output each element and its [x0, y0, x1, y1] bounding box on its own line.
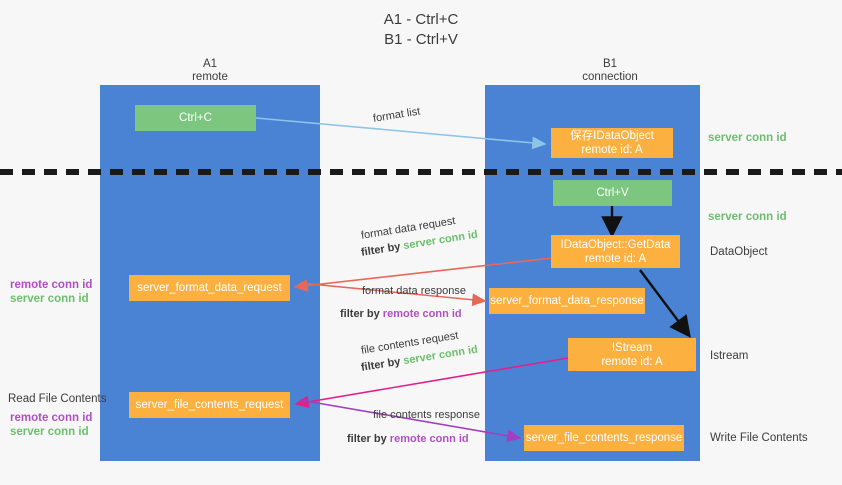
annotation-server-conn-id-top: server conn id	[708, 132, 787, 144]
annotation-left-conn-ids-bottom: remote conn id server conn id	[10, 411, 92, 439]
edge-label-file-contents-request: file contents request filter by server c…	[360, 330, 478, 375]
edge-fdreq-filter-prefix: filter by	[360, 240, 402, 259]
node-istream-sub: remote id: A	[601, 355, 663, 368]
node-save-idataobject-sub: remote id: A	[581, 144, 643, 156]
column-header-b1: B1 connection	[530, 58, 690, 84]
node-server-file-contents-response[interactable]: server_file_contents_response	[524, 425, 684, 451]
annotation-server-conn-id-left-1: server conn id	[10, 293, 89, 305]
edge-format-list-text: format list	[372, 105, 422, 125]
annotation-dataobject: DataObject	[710, 246, 768, 258]
node-server-format-data-request-label: server_format_data_request	[137, 282, 282, 294]
annotation-istream: Istream	[710, 350, 749, 362]
node-ctrl-v[interactable]: Ctrl+V	[553, 180, 672, 206]
edge-fdresp-filter: filter by remote conn id	[340, 307, 466, 321]
column-header-a1: A1 remote	[130, 58, 290, 84]
annotation-left-conn-ids-top: remote conn id server conn id	[10, 278, 92, 306]
node-save-idataobject-label: 保存IDataObject	[570, 130, 654, 142]
node-server-format-data-response[interactable]: server_format_data_response	[489, 288, 645, 314]
annotation-write-file-contents: Write File Contents	[710, 432, 808, 444]
edge-fcresp-filter-prefix: filter by	[347, 433, 387, 445]
edge-fcreq-filter-prefix: filter by	[360, 355, 402, 374]
node-idataobject-getdata[interactable]: IDataObject::GetData remote id: A	[551, 235, 680, 268]
edge-label-format-data-request: format data request filter by server con…	[360, 215, 478, 260]
edge-fcresp-filter-value: remote conn id	[389, 433, 469, 445]
annotation-server-conn-id-left-2: server conn id	[10, 426, 89, 438]
annotation-read-file-contents: Read File Contents	[8, 393, 107, 405]
title-line-2: B1 - Ctrl+V	[384, 31, 458, 48]
column-b1-role: connection	[582, 71, 638, 83]
node-server-file-contents-response-label: server_file_contents_response	[525, 432, 683, 444]
edge-label-format-data-response: format data response filter by remote co…	[340, 284, 466, 321]
edge-label-file-contents-response: file contents response filter by remote …	[347, 408, 481, 446]
node-save-idataobject[interactable]: 保存IDataObject remote id: A	[551, 128, 673, 158]
node-server-file-contents-request-label: server_file_contents_request	[135, 399, 284, 411]
annotation-server-conn-id-second: server conn id	[708, 211, 787, 223]
edge-label-format-list: format list	[372, 105, 421, 126]
node-istream[interactable]: IStream remote id: A	[568, 338, 696, 371]
node-ctrl-c[interactable]: Ctrl+C	[135, 105, 256, 131]
node-server-file-contents-request[interactable]: server_file_contents_request	[129, 392, 290, 418]
node-server-format-data-response-label: server_format_data_response	[490, 295, 644, 307]
node-server-format-data-request[interactable]: server_format_data_request	[129, 275, 290, 301]
edge-fcresp-filter: filter by remote conn id	[347, 432, 480, 446]
annotation-remote-conn-id-2: remote conn id	[10, 412, 93, 424]
annotation-remote-conn-id-1: remote conn id	[10, 279, 93, 291]
column-a1-role: remote	[192, 71, 228, 83]
node-istream-label: IStream	[611, 341, 653, 354]
title-line-1: A1 - Ctrl+C	[383, 11, 459, 28]
edge-fcresp-text: file contents response	[373, 409, 481, 421]
column-b1-name: B1	[602, 58, 618, 70]
node-idataobject-getdata-label: IDataObject::GetData	[560, 238, 671, 251]
node-ctrl-v-label: Ctrl+V	[596, 187, 629, 199]
node-ctrl-c-label: Ctrl+C	[179, 112, 212, 124]
edge-fdresp-filter-value: remote conn id	[382, 308, 462, 320]
edge-fdresp-filter-prefix: filter by	[340, 308, 380, 320]
diagram-title: A1 - Ctrl+C B1 - Ctrl+V	[0, 10, 842, 50]
column-a1-name: A1	[202, 58, 218, 70]
node-idataobject-getdata-sub: remote id: A	[584, 252, 647, 265]
edge-fdresp-text: format data response	[362, 285, 466, 297]
